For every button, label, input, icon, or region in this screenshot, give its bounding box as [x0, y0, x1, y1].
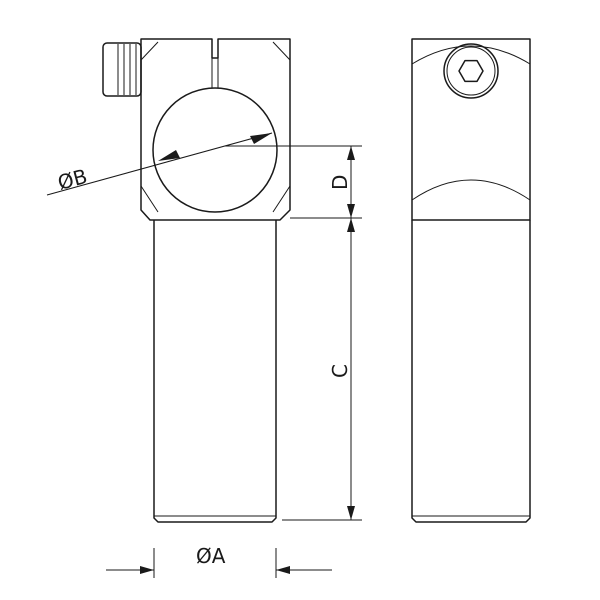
side-head: [411, 38, 531, 221]
dimension-diameter-b: ØB: [46, 132, 273, 196]
clamp-screw-knob: [102, 42, 142, 97]
dimension-d: D: [225, 145, 362, 219]
label-d: D: [328, 175, 352, 190]
hex-socket-screw: [443, 43, 499, 99]
dimension-c: C: [282, 218, 362, 521]
front-view: [102, 38, 291, 523]
side-shaft: [411, 220, 531, 523]
clamp-head-body: [140, 38, 291, 221]
bore-circle: [152, 87, 278, 213]
label-diameter-b: ØB: [55, 164, 90, 195]
label-diameter-a: ØA: [196, 544, 226, 568]
label-c: C: [328, 364, 352, 378]
dimension-diameter-a: ØA: [106, 544, 332, 578]
side-view: [411, 38, 531, 523]
shaft: [153, 220, 277, 523]
